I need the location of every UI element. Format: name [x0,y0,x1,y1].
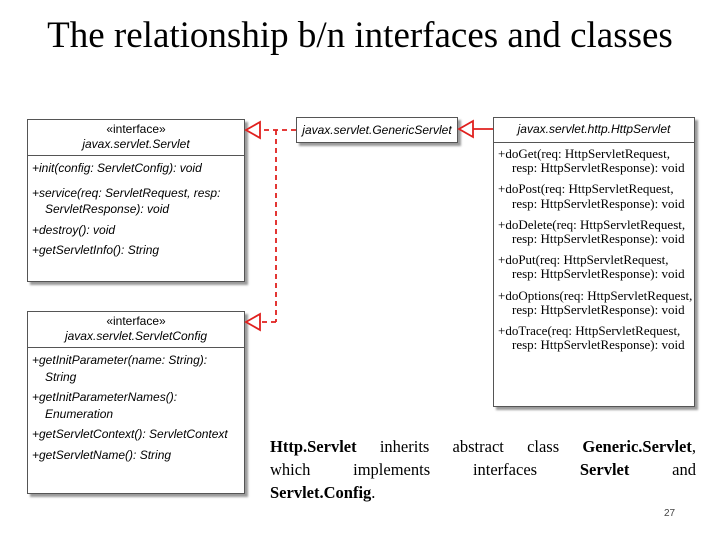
method: +doTrace(req: HttpServletRequest, [498,323,681,339]
method: +doDelete(req: HttpServletRequest, [498,216,686,232]
method: +getServletContext(): ServletContext [32,427,228,441]
method: resp: HttpServletResponse): void [512,160,685,176]
http-servlet-methods: +doGet(req: HttpServletRequest, resp: Ht… [494,143,694,356]
servlet-config-header: «interface» javax.servlet.ServletConfig [28,312,244,348]
generic-servlet-name: javax.servlet.GenericServlet [302,123,452,137]
method: +getInitParameter(name: String): [32,353,208,367]
servlet-interface-box: «interface» javax.servlet.Servlet +init(… [27,119,245,282]
servlet-config-interface-box: «interface» javax.servlet.ServletConfig … [27,311,245,494]
servlet-stereotype: «interface» [106,122,166,136]
caption: Http.Servlet inherits abstract class Gen… [270,435,696,504]
generic-servlet-box: javax.servlet.GenericServlet [296,117,458,143]
caption-line-1: Http.Servlet inherits abstract class Gen… [270,437,696,456]
method: +service(req: ServletRequest, resp: [32,185,221,200]
method: +getInitParameterNames(): [32,390,178,404]
servlet-name: javax.servlet.Servlet [82,137,190,151]
method: ServletResponse): void [45,202,170,216]
page-number: 27 [664,508,676,519]
implements-servlet-arrowhead [244,120,261,140]
method: +doOptions(req: HttpServletRequest, [498,287,693,303]
servlet-config-stereotype: «interface» [106,314,166,328]
caption-line-2: which implements interfaces Servlet and [270,460,696,479]
servlet-config-name: javax.servlet.ServletConfig [64,329,208,343]
method: +doPost(req: HttpServletRequest, [498,181,674,197]
method: +doPut(req: HttpServletRequest, [498,252,669,268]
method: resp: HttpServletResponse): void [512,195,685,211]
method: resp: HttpServletResponse): void [512,231,685,247]
method: resp: HttpServletResponse): void [512,301,685,317]
method: +destroy(): void [32,222,116,237]
servlet-config-methods: +getInitParameter(name: String): String … [28,348,244,467]
http-servlet-box: javax.servlet.http.HttpServlet +doGet(re… [493,117,695,407]
method: String [45,369,77,384]
implements-config-arrowhead [244,312,261,332]
slide-title: The relationship b/n interfaces and clas… [47,15,673,56]
method: resp: HttpServletResponse): void [512,337,685,353]
method: resp: HttpServletResponse): void [512,266,685,282]
extends-arrowhead [457,119,474,139]
method: +init(config: ServletConfig): void [32,161,202,175]
method: Enumeration [45,406,114,421]
method: +getServletName(): String [32,447,172,462]
caption-line-3: Servlet.Config. [270,483,376,502]
servlet-methods: +init(config: ServletConfig): void +serv… [28,156,244,263]
method: +getServletInfo(): String [32,243,160,257]
method: +doGet(req: HttpServletRequest, [498,146,670,161]
servlet-header: «interface» javax.servlet.Servlet [28,120,244,156]
http-servlet-header: javax.servlet.http.HttpServlet [494,118,694,143]
http-servlet-name: javax.servlet.http.HttpServlet [517,122,671,136]
